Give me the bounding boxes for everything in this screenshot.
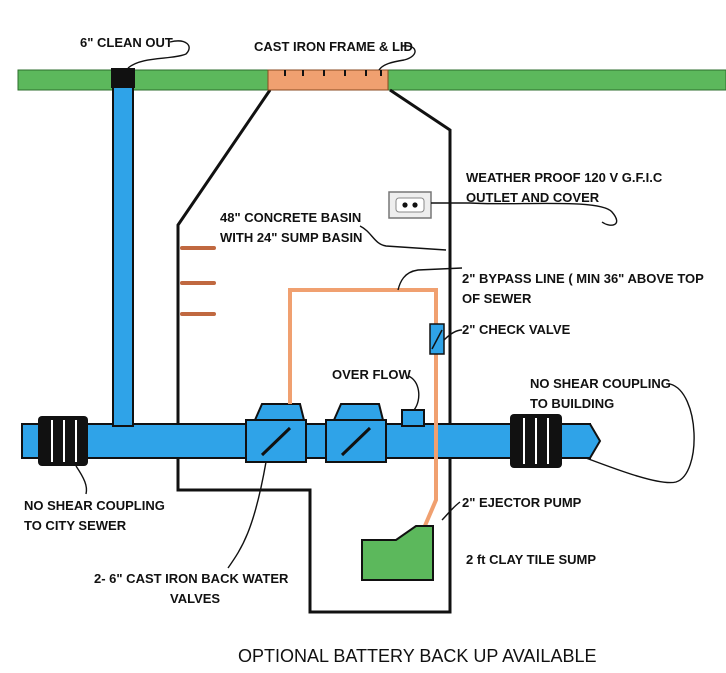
frame-bolts [284,70,382,76]
building-pipe-end [559,423,602,459]
label-ejector-pump: 2" EJECTOR PUMP [462,495,582,510]
leader-clean-out [127,40,190,69]
label-clay-sump: 2 ft CLAY TILE SUMP [466,552,596,567]
coupling-building [510,414,562,468]
gfci-outlet [388,191,432,219]
label-coupling-city-line2: TO CITY SEWER [24,518,127,533]
label-bypass-line2: OF SEWER [462,291,532,306]
pump-discharge-line [422,458,438,529]
leader-frame-lid [378,45,416,71]
cleanout-riser-pipe [112,79,134,427]
leader-overflow [407,375,420,411]
cleanout-cap [111,68,135,88]
label-coupling-city-line1: NO SHEAR COUPLING [24,498,165,513]
leader-outlet [431,202,618,226]
caption-battery-backup: OPTIONAL BATTERY BACK UP AVAILABLE [238,646,596,666]
label-overflow: OVER FLOW [332,367,411,382]
leader-valves [227,461,267,569]
label-outlet-line1: WEATHER PROOF 120 V G.F.I.C [466,170,663,185]
leader-check-valve [443,329,463,341]
check-valve [429,323,445,355]
label-valves-line2: VALVES [170,591,220,606]
label-basin-line1: 48" CONCRETE BASIN [220,210,361,225]
backwater-valve-2 [325,403,387,463]
label-basin-line2: WITH 24" SUMP BASIN [220,230,362,245]
bypass-line [288,288,438,458]
overflow-fitting [401,409,425,427]
label-coupling-building-line2: TO BUILDING [530,396,614,411]
leader-ejector-pump [441,501,461,521]
label-frame-lid: CAST IRON FRAME & LID [254,39,413,54]
label-bypass-line1: 2" BYPASS LINE ( MIN 36" ABOVE TOP [462,271,704,286]
label-outlet-line2: OUTLET AND COVER [466,190,600,205]
coupling-city-sewer [38,416,88,466]
ejector-pump-sump [361,525,434,581]
cast-iron-frame-lid [267,69,389,91]
label-coupling-building-line1: NO SHEAR COUPLING [530,376,671,391]
label-clean-out: 6" CLEAN OUT [80,35,173,50]
leader-coupling-city [75,465,88,495]
leader-bypass [397,267,463,291]
concrete-basin-outline [176,88,452,614]
basin-ladder-rungs [180,246,216,316]
label-valves-line1: 2- 6" CAST IRON BACK WATER [94,571,289,586]
backwater-valve-1 [245,403,307,463]
leader-coupling-building [585,383,695,484]
leader-basin [359,225,447,251]
label-check-valve: 2" CHECK VALVE [462,322,571,337]
